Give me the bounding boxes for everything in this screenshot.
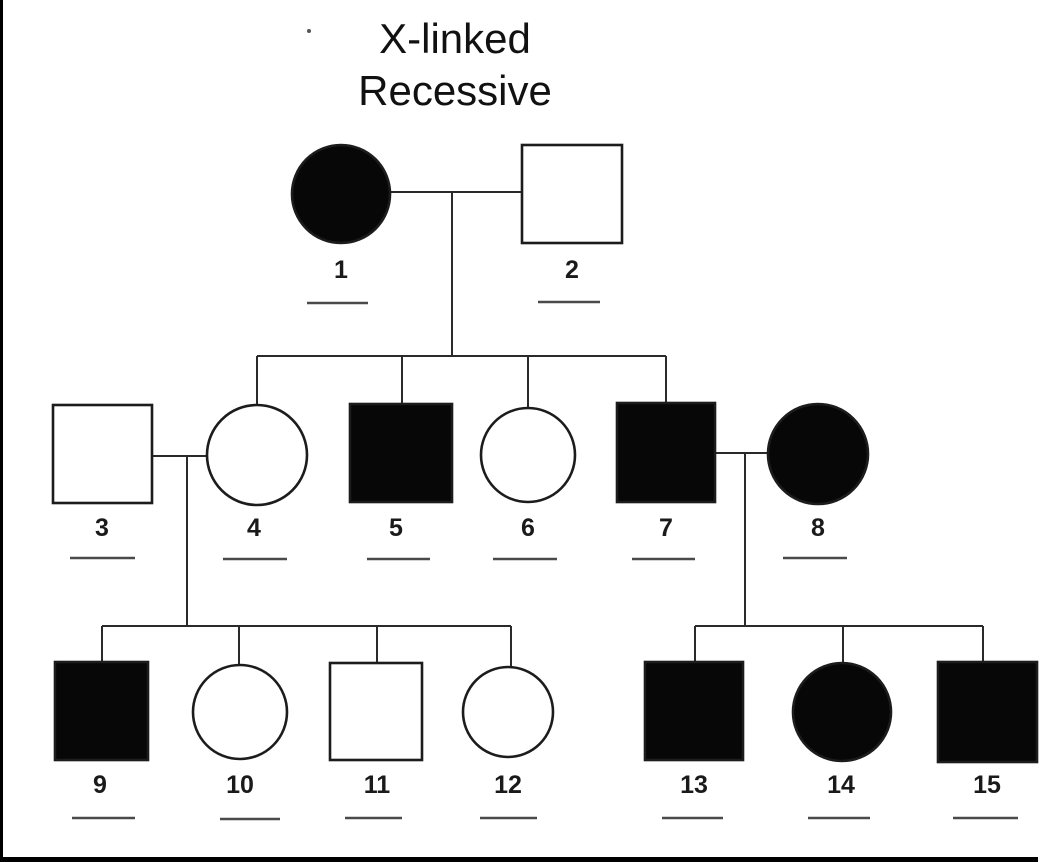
member-2-unaffected-male-symbol	[520, 143, 624, 245]
member-8-label: 8	[811, 514, 825, 542]
member-6: 6	[479, 406, 577, 561]
member-1: 1	[290, 143, 392, 305]
member-2-label: 2	[565, 256, 579, 284]
member-9-label: 9	[93, 771, 107, 799]
member-7-label: 7	[659, 514, 673, 542]
member-13-label: 13	[680, 771, 708, 799]
member-9: 9	[53, 660, 150, 820]
member-14-label: 14	[827, 771, 855, 799]
member-3-label: 3	[95, 514, 109, 542]
member-5-affected-male-symbol	[348, 402, 454, 504]
member-8-affected-female-symbol	[766, 402, 870, 506]
bottom-border-strip	[0, 857, 1038, 862]
member-12: 12	[461, 665, 555, 820]
member-4: 4	[205, 403, 309, 561]
member-13: 13	[643, 660, 745, 820]
member-1-label: 1	[334, 256, 348, 284]
member-2: 2	[520, 143, 624, 304]
member-7-affected-male-symbol	[615, 401, 717, 504]
left-border-strip	[0, 0, 3, 862]
member-6-label: 6	[521, 514, 535, 542]
member-3-unaffected-male-symbol	[51, 403, 154, 505]
member-3: 3	[51, 403, 154, 560]
member-11: 11	[328, 661, 424, 820]
member-1-affected-female-symbol	[290, 143, 392, 245]
chart-title-line1: X-linked	[379, 15, 531, 62]
member-5-label: 5	[389, 514, 403, 542]
scan-artifact-dot	[307, 29, 311, 33]
member-14-affected-female-symbol	[791, 661, 893, 763]
chart-title-line2: Recessive	[358, 67, 552, 114]
member-6-unaffected-female-symbol	[479, 406, 577, 504]
member-15-label: 15	[973, 771, 1001, 799]
member-10-label: 10	[226, 771, 254, 799]
member-10: 10	[191, 663, 289, 821]
member-4-label: 4	[247, 514, 261, 542]
member-11-unaffected-male-symbol	[328, 661, 424, 762]
member-10-unaffected-female-symbol	[191, 663, 289, 761]
member-11-label: 11	[364, 771, 391, 799]
member-7: 7	[615, 401, 717, 561]
member-9-affected-male-symbol	[53, 660, 150, 762]
member-15-affected-male-symbol	[936, 660, 1039, 764]
member-8: 8	[766, 402, 870, 560]
member-13-affected-male-symbol	[643, 660, 745, 762]
member-5: 5	[348, 402, 454, 561]
member-14: 14	[791, 661, 893, 820]
member-4-unaffected-female-symbol	[205, 403, 309, 507]
member-12-label: 12	[494, 771, 522, 799]
member-12-unaffected-female-symbol	[461, 665, 555, 759]
member-15: 15	[936, 660, 1039, 820]
